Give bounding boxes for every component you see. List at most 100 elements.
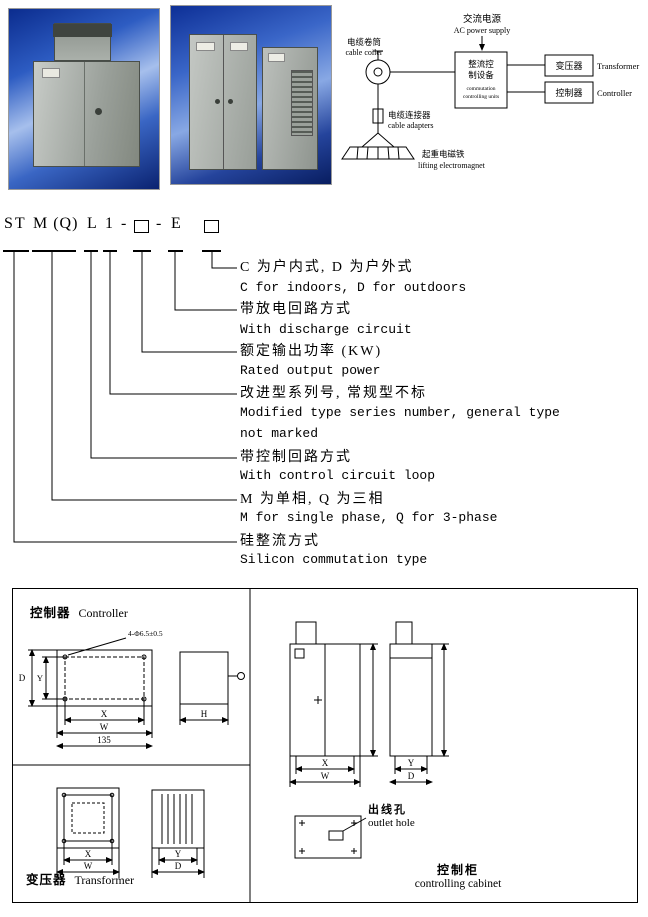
outlet-hole-label: 出线孔 outlet hole <box>368 801 415 829</box>
code-connector-lines <box>13 252 237 543</box>
electromagnet-label-en: lifting electromagnet <box>418 161 486 170</box>
system-diagram: 交流电源 AC power supply 电缆卷筒 cable coiler 整… <box>341 13 639 170</box>
cabinet-right <box>262 46 319 170</box>
controller-box-label: 控制器 <box>555 87 582 98</box>
controlling-cabinet-label: 控制柜 controlling cabinet <box>398 861 518 890</box>
cable-adapters-label-en: cable adapters <box>388 121 434 130</box>
code-row2-en: With discharge circuit <box>240 322 412 337</box>
commutation-label-en2: controlling units <box>463 94 499 100</box>
code-token-dash1: - <box>121 215 127 232</box>
door-knob-left <box>214 99 220 105</box>
svg-text:X: X <box>85 849 92 859</box>
svg-text:D: D <box>19 673 26 683</box>
svg-text:H: H <box>201 709 208 719</box>
code-row4-cn: 改进型系列号, 常规型不标 <box>240 386 427 401</box>
code-placeholder-box-2 <box>204 220 219 233</box>
transformer-drawing-label-en: Transformer <box>74 873 135 887</box>
svg-text:Y: Y <box>37 673 43 683</box>
cabinet-right-label <box>267 52 285 63</box>
door-label-left <box>196 42 215 52</box>
door-knob-right <box>228 99 234 105</box>
controller-drawing-label-cn: 控制器 <box>30 606 71 620</box>
outlet-hole-label-cn: 出线孔 <box>368 804 407 816</box>
code-token-mq: M (Q) <box>33 215 79 232</box>
vent-grille <box>291 69 313 137</box>
code-row5-en: With control circuit loop <box>240 468 436 483</box>
code-token-e: E <box>171 215 181 232</box>
commutation-label-cn2: 制设备 <box>468 70 494 80</box>
code-underline-mq <box>32 250 76 252</box>
code-row4-en2: not marked <box>240 426 319 441</box>
ac-power-label-en: AC power supply <box>454 26 510 35</box>
dimension-drawings: 4-Φ6.5±0.5 D Y X W 135 <box>12 588 638 903</box>
svg-text:Y: Y <box>408 758 415 768</box>
outlet-hole-label-en: outlet hole <box>368 817 415 829</box>
electromagnet-label-cn: 起重电磁铁 <box>422 149 465 159</box>
transformer-front-view: X W <box>56 787 120 878</box>
cable-adapter-symbol <box>372 108 384 124</box>
ac-power-label-cn: 交流电源 <box>463 13 502 25</box>
transformer-side-view: Y D <box>151 789 205 878</box>
code-row6-en: M for single phase, Q for 3-phase <box>240 510 498 525</box>
svg-text:D: D <box>175 861 182 871</box>
transformer-box-label: 变压器 <box>555 60 582 71</box>
code-underline-box1 <box>133 250 151 252</box>
controller-front-view <box>56 637 153 707</box>
connector-row4 <box>109 252 237 395</box>
cabinet-door-line <box>84 62 86 167</box>
code-row3-cn: 额定输出功率 (KW) <box>240 344 383 359</box>
controlling-cabinet-label-cn: 控制柜 <box>436 863 479 877</box>
code-row6-cn: M 为单相, Q 为三相 <box>240 492 385 507</box>
code-token-1: 1 <box>105 215 113 232</box>
commutation-box <box>454 51 508 109</box>
commutation-label-en1: commutation <box>466 86 495 92</box>
cabinet-body <box>33 61 140 168</box>
cabinet-height-dimension <box>360 643 378 757</box>
code-row3-en: Rated output power <box>240 363 381 378</box>
svg-text:D: D <box>408 771 415 781</box>
code-row2-cn: 带放电回路方式 <box>240 302 352 317</box>
cabinet-side-view: Y D <box>389 621 449 785</box>
code-underline-e <box>168 250 183 252</box>
svg-text:W: W <box>100 722 109 732</box>
connector-row3 <box>141 252 237 353</box>
code-underline-l <box>84 250 98 252</box>
code-token-st: ST <box>4 215 27 232</box>
commutation-label-cn1: 整流控 <box>468 59 494 69</box>
controlling-cabinet-label-en: controlling cabinet <box>414 878 502 890</box>
controller-label-en: Controller <box>597 88 632 98</box>
lifting-electromagnet-symbol <box>341 132 415 160</box>
transformer-drawing-label: 变压器 Transformer <box>26 869 134 889</box>
svg-text:W: W <box>321 771 330 781</box>
connector-row2 <box>174 252 237 311</box>
cabinet-left <box>188 34 258 170</box>
hole-note: 4-Φ6.5±0.5 <box>128 629 163 638</box>
connector-row6 <box>51 252 237 501</box>
controller-side-view: H <box>179 651 245 725</box>
code-row7-en: Silicon commutation type <box>240 552 428 567</box>
cabinet-top-cap <box>53 24 112 38</box>
code-underline-1 <box>103 250 117 252</box>
code-row1-en: C for indoors, D for outdoors <box>240 280 467 295</box>
controller-drawing-label-en: Controller <box>78 606 128 620</box>
connector-row1 <box>211 252 237 269</box>
product-photo-1 <box>8 8 160 190</box>
drawings-outer-border <box>12 588 638 903</box>
code-token-l: L <box>87 215 97 232</box>
cable-adapters-label-cn: 电缆连接器 <box>388 110 431 120</box>
product-photo-2 <box>170 5 332 185</box>
cabinet-nameplate <box>42 68 61 78</box>
svg-text:Y: Y <box>175 849 182 859</box>
code-underline-st <box>3 250 29 252</box>
code-row4-en: Modified type series number, general typ… <box>240 405 560 420</box>
connector-row7 <box>13 252 237 543</box>
outlet-hole-view <box>294 815 367 859</box>
door-split-line <box>222 35 224 169</box>
code-row5-cn: 带控制回路方式 <box>240 450 352 465</box>
code-row7-cn: 硅整流方式 <box>240 534 320 549</box>
controller-dimensions: D Y X W 135 <box>19 649 153 749</box>
svg-text:W: W <box>84 861 93 871</box>
svg-text:X: X <box>322 758 329 768</box>
transformer-label-en: Transformer <box>597 61 639 71</box>
